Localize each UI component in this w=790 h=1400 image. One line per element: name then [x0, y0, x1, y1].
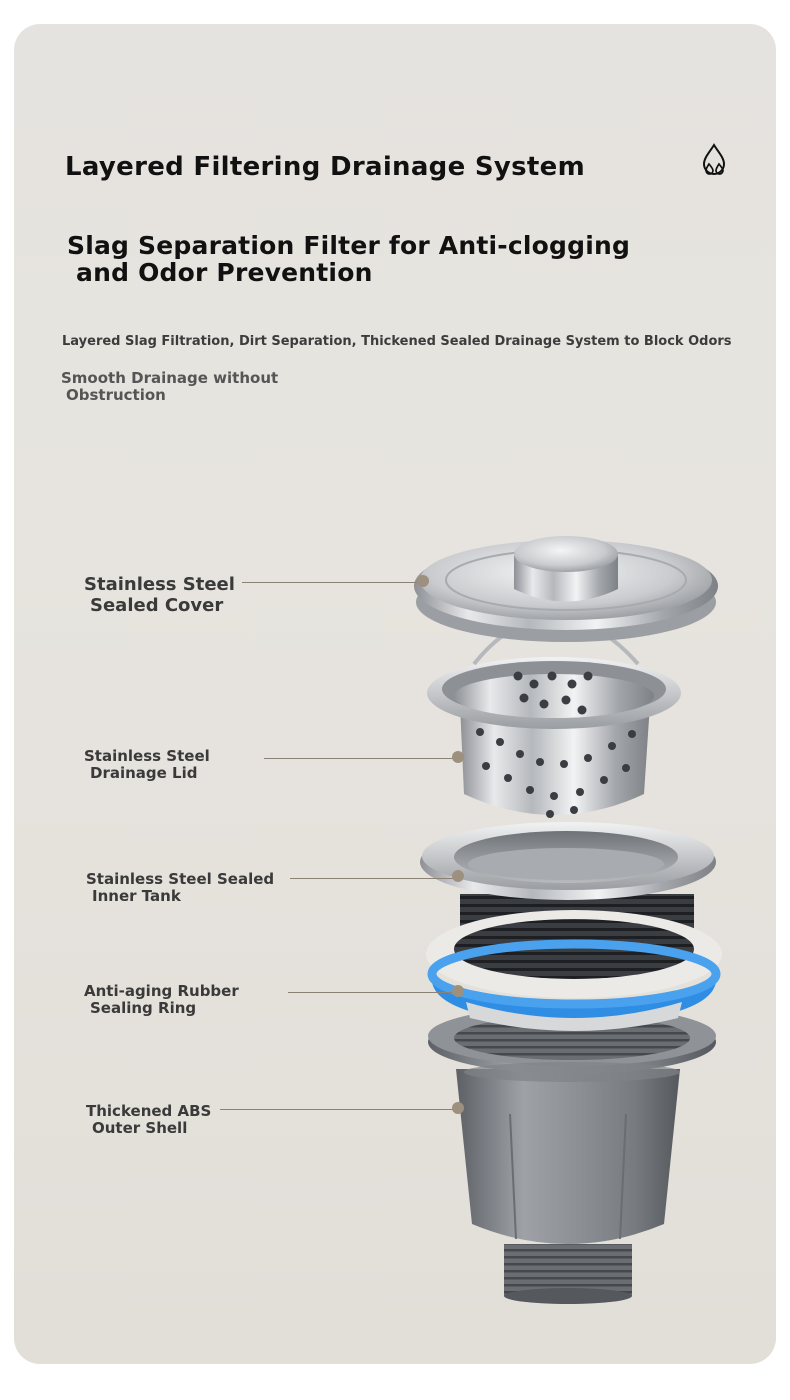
sink-strainer-illustration — [414, 536, 722, 1304]
subtitle-line-1: Slag Separation Filter for Anti-clogging — [67, 231, 631, 260]
callout-dot — [452, 751, 464, 763]
leader-line — [242, 582, 424, 583]
label-outer-shell: Thickened ABS Outer Shell — [86, 1102, 212, 1137]
subtitle: Slag Separation Filter for Anti-clogging… — [67, 232, 630, 286]
feature-text: Smooth Drainage without Obstruction — [61, 370, 278, 404]
callout-dot — [452, 870, 464, 882]
subtitle-line-2: and Odor Prevention — [76, 258, 373, 287]
drainage-basket — [427, 620, 681, 818]
callout-dot — [452, 1102, 464, 1114]
leader-line — [264, 758, 454, 759]
inner-tank — [420, 822, 722, 1031]
water-drops-icon — [702, 143, 726, 175]
callout-dot — [417, 575, 429, 587]
label-sealing-ring: Anti-aging Rubber Sealing Ring — [84, 982, 239, 1017]
abs-outer-shell — [428, 1006, 716, 1304]
feature-line-1: Smooth Drainage without — [61, 369, 279, 387]
leader-line — [290, 878, 456, 879]
description: Layered Slag Filtration, Dirt Separation… — [62, 334, 732, 349]
feature-line-2: Obstruction — [66, 386, 166, 404]
label-drainage-lid: Stainless Steel Drainage Lid — [84, 747, 210, 782]
callout-dot — [452, 985, 464, 997]
label-inner-tank: Stainless Steel Sealed Inner Tank — [86, 870, 275, 905]
leader-line — [220, 1109, 456, 1110]
leader-line — [288, 992, 454, 993]
page-title: Layered Filtering Drainage System — [65, 152, 585, 182]
label-sealed-cover: Stainless Steel Sealed Cover — [84, 574, 235, 616]
product-card: Layered Filtering Drainage System Slag S… — [14, 24, 776, 1364]
sealed-cover — [414, 536, 718, 642]
